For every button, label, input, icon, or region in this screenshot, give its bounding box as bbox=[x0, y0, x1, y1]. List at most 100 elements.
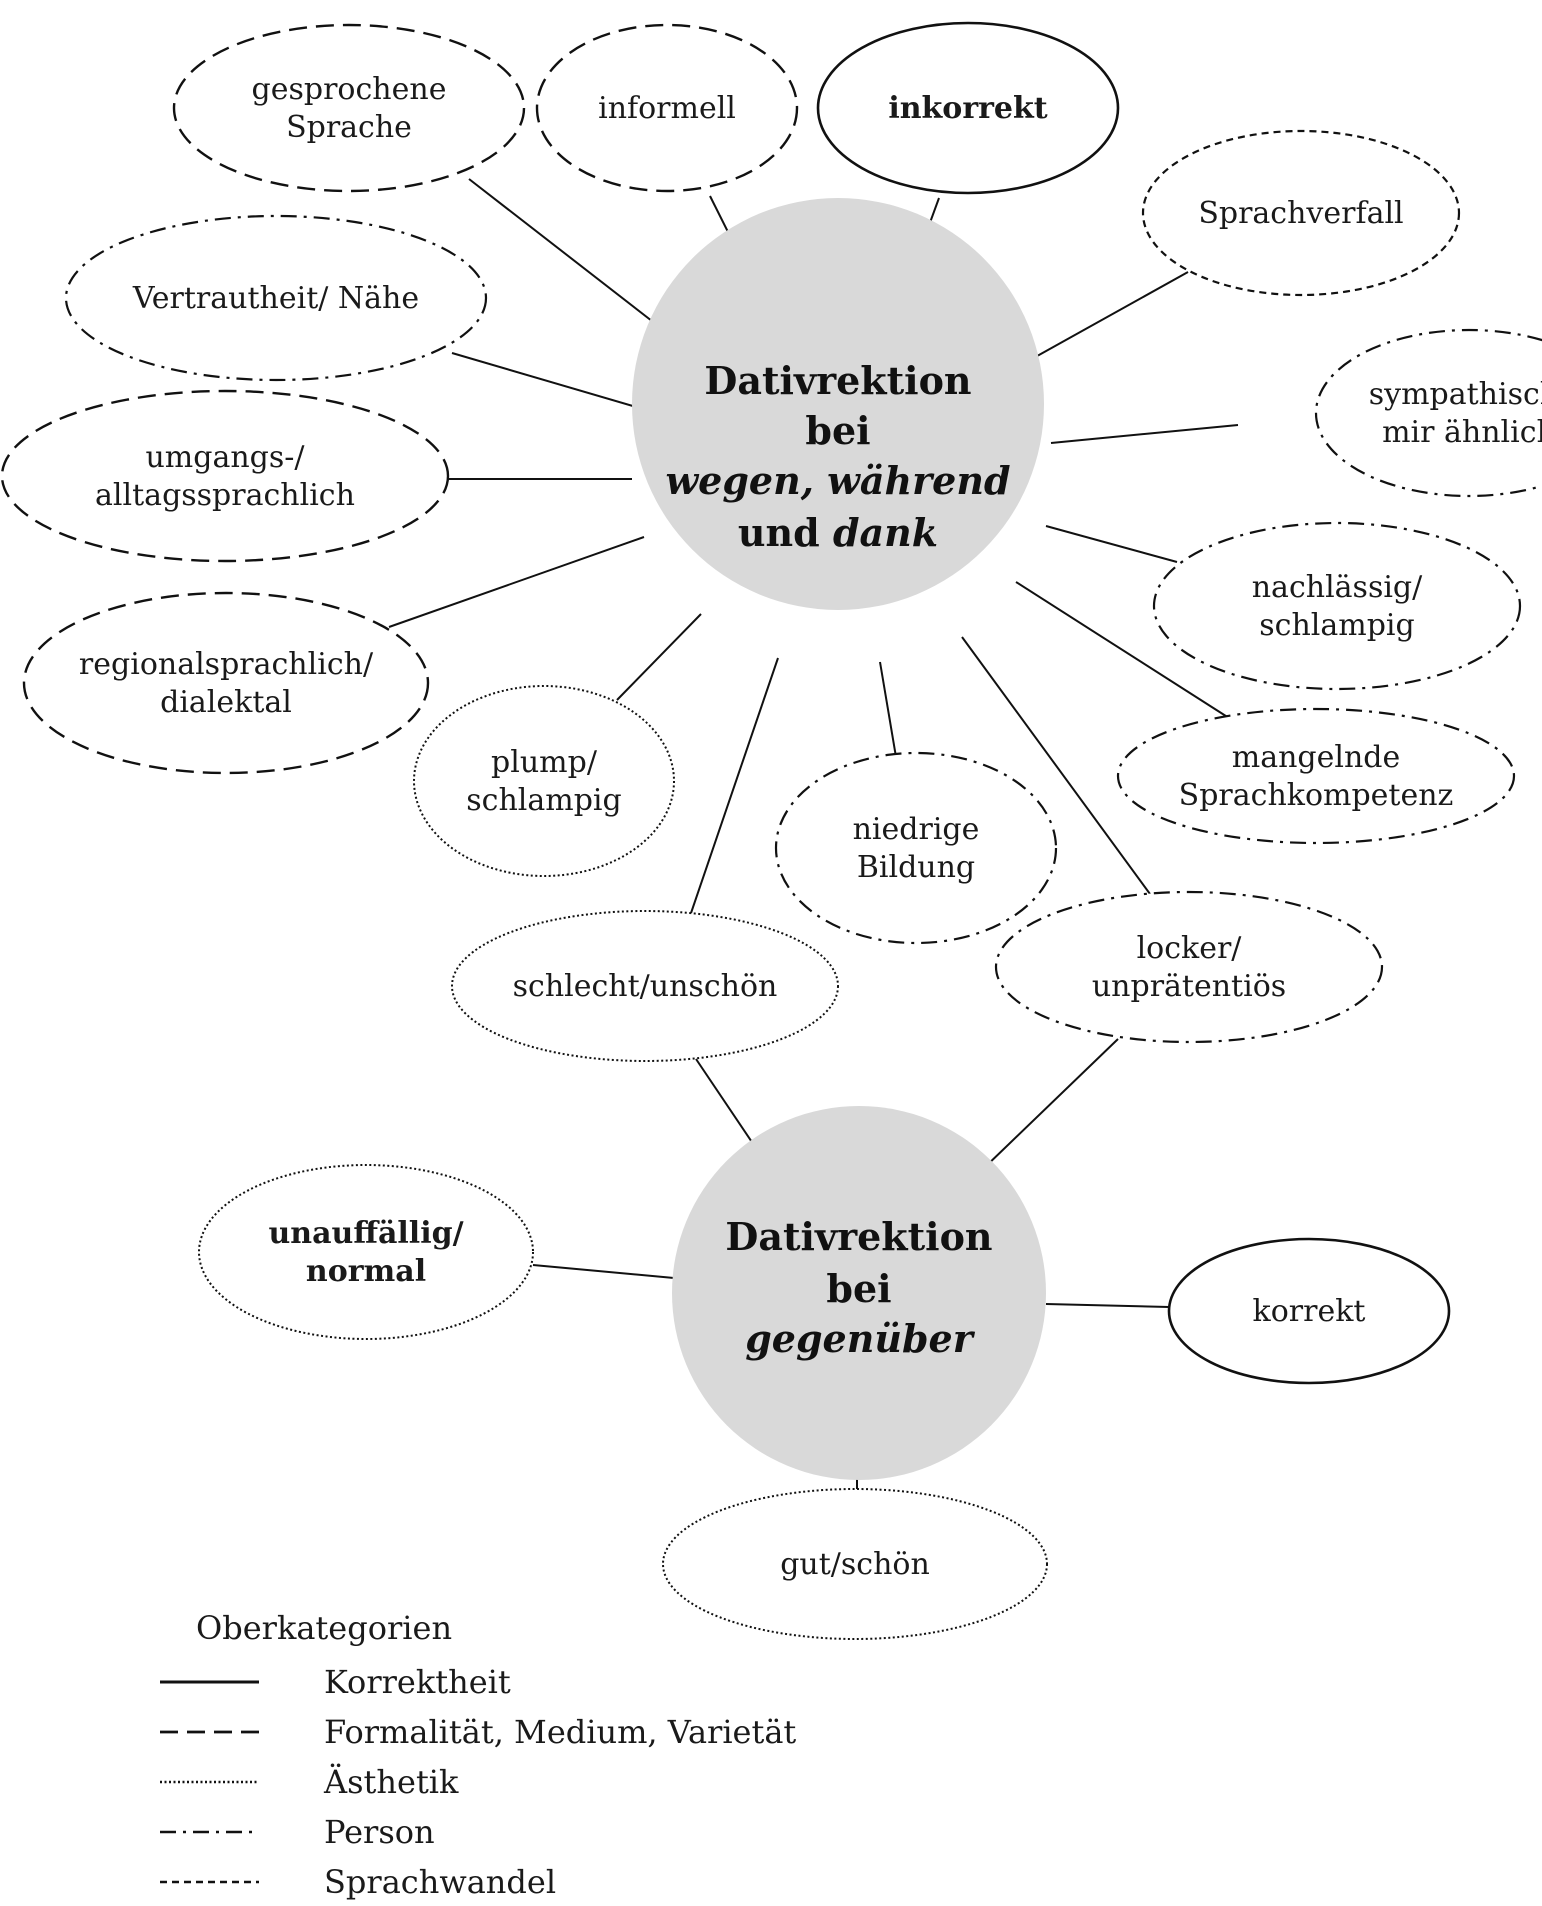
edge-top-sympathisch bbox=[1050, 424, 1239, 444]
node-sprachverfall: Sprachverfall bbox=[1141, 129, 1461, 297]
node-vertrautheit-ellipse bbox=[64, 214, 488, 382]
node-locker-ellipse bbox=[994, 890, 1384, 1044]
hub-bottom-label-line: Dativrektion bbox=[725, 1214, 992, 1259]
hub-label-segment: bei bbox=[805, 408, 870, 453]
node-korrekt-ellipse bbox=[1167, 1237, 1451, 1385]
hub-top-label-line: und dank bbox=[738, 510, 938, 555]
node-plump: plump/schlampig bbox=[413, 685, 675, 877]
node-unauffaellig-label: unauffällig/ bbox=[268, 1216, 463, 1251]
node-plump-ellipse bbox=[413, 685, 675, 877]
node-niedrige-bildung-ellipse bbox=[774, 751, 1058, 945]
hub-label-segment: wegen, während bbox=[665, 458, 1010, 503]
node-schlecht-label: schlecht/unschön bbox=[513, 969, 778, 1004]
edge-top-mangelnde-sprachkompetenz bbox=[1015, 581, 1230, 719]
edge-top-niedrige-bildung bbox=[879, 661, 897, 758]
node-niedrige-bildung-label: Bildung bbox=[857, 850, 975, 885]
node-regionalsprachlich: regionalsprachlich/dialektal bbox=[22, 591, 430, 775]
node-informell-label: informell bbox=[598, 91, 736, 126]
node-inkorrekt-ellipse bbox=[816, 21, 1120, 195]
node-regionalsprachlich-ellipse bbox=[22, 591, 430, 775]
node-nachlaessig-label: schlampig bbox=[1259, 608, 1414, 643]
node-umgangssprachlich: umgangs-/alltagssprachlich bbox=[0, 389, 450, 563]
node-mangelnde-sprachkompetenz-label: mangelnde bbox=[1232, 740, 1401, 775]
node-nachlaessig-ellipse bbox=[1152, 521, 1522, 691]
hub-label-segment: und bbox=[738, 510, 833, 555]
hub-bottom-circle bbox=[672, 1106, 1046, 1480]
hub-top-circle bbox=[632, 198, 1044, 610]
legend-label-aesthetik: Ästhetik bbox=[323, 1763, 459, 1801]
node-nachlaessig-label: nachlässig/ bbox=[1252, 570, 1423, 605]
node-gut-schoen-ellipse bbox=[662, 1488, 1048, 1640]
hub-top-label-line: bei bbox=[805, 408, 870, 453]
hub-bottom-label-line: bei bbox=[826, 1266, 891, 1311]
node-unauffaellig-label: normal bbox=[306, 1254, 426, 1289]
node-inkorrekt: inkorrekt bbox=[816, 21, 1120, 195]
hub-label-segment: dank bbox=[833, 510, 938, 555]
node-gesprochene-sprache-ellipse bbox=[172, 23, 526, 193]
node-plump-label: plump/ bbox=[491, 745, 598, 780]
node-schlecht: schlecht/unschön bbox=[451, 910, 839, 1062]
node-regionalsprachlich-label: regionalsprachlich/ bbox=[79, 647, 374, 682]
node-plump-label: schlampig bbox=[466, 783, 621, 818]
edge-bottom-unauffaellig bbox=[532, 1264, 675, 1279]
node-umgangssprachlich-label: alltagssprachlich bbox=[95, 478, 355, 513]
edge-top-vertrautheit bbox=[451, 352, 644, 410]
node-informell-ellipse bbox=[535, 23, 799, 193]
node-korrekt-label: korrekt bbox=[1253, 1294, 1366, 1329]
legend-label-formalitaet: Formalität, Medium, Varietät bbox=[324, 1713, 796, 1751]
node-vertrautheit-label: Vertrautheit/ Nähe bbox=[132, 281, 419, 316]
edge-top-locker bbox=[961, 636, 1151, 895]
hub-label-segment: bei bbox=[826, 1266, 891, 1311]
hub-bottom: Dativrektion bei gegenüber bbox=[672, 1106, 1046, 1480]
node-niedrige-bildung-label: niedrige bbox=[853, 812, 980, 847]
node-locker: locker/unprätentiös bbox=[994, 890, 1384, 1044]
hub-top-label-line: Dativrektion bbox=[704, 358, 971, 403]
node-sympathisch-label: sympathisch/ bbox=[1369, 377, 1542, 412]
node-locker-label: unprätentiös bbox=[1092, 969, 1286, 1004]
edge-top-sprachverfall bbox=[1020, 271, 1189, 366]
node-umgangssprachlich-ellipse bbox=[0, 389, 450, 563]
node-unauffaellig: unauffällig/normal bbox=[198, 1164, 534, 1340]
node-korrekt: korrekt bbox=[1167, 1237, 1451, 1385]
legend-title: Oberkategorien bbox=[196, 1609, 452, 1647]
edge-top-nachlaessig bbox=[1045, 525, 1178, 563]
edge-bottom-korrekt bbox=[1045, 1303, 1170, 1308]
legend-label-person: Person bbox=[324, 1813, 435, 1851]
node-sprachverfall-ellipse bbox=[1141, 129, 1461, 297]
hub-label-segment: gegenüber bbox=[745, 1316, 975, 1361]
edge-top-schlecht bbox=[689, 657, 779, 917]
legend-label-sprachwandel: Sprachwandel bbox=[324, 1863, 556, 1901]
node-mangelnde-sprachkompetenz-ellipse bbox=[1116, 707, 1516, 845]
node-informell: informell bbox=[535, 23, 799, 193]
hub-label-segment: Dativrektion bbox=[725, 1214, 992, 1259]
node-sprachverfall-label: Sprachverfall bbox=[1198, 196, 1403, 231]
node-locker-label: locker/ bbox=[1137, 931, 1243, 966]
hub-top: Dativrektion bei wegen, während und dank bbox=[632, 198, 1044, 610]
node-mangelnde-sprachkompetenz-label: Sprachkompetenz bbox=[1179, 778, 1454, 813]
edge-bottom-locker bbox=[981, 1038, 1119, 1171]
hub-bottom-label-line: gegenüber bbox=[745, 1316, 975, 1361]
node-umgangssprachlich-label: umgangs-/ bbox=[145, 440, 305, 475]
node-gesprochene-sprache-label: gesprochene bbox=[252, 72, 447, 107]
node-gut-schoen-label: gut/schön bbox=[780, 1547, 930, 1582]
node-gut-schoen: gut/schön bbox=[662, 1488, 1048, 1640]
node-regionalsprachlich-label: dialektal bbox=[160, 685, 292, 720]
node-sympathisch-ellipse bbox=[1314, 328, 1542, 498]
node-vertrautheit: Vertrautheit/ Nähe bbox=[64, 214, 488, 382]
node-gesprochene-sprache-label: Sprache bbox=[286, 110, 412, 145]
node-nachlaessig: nachlässig/schlampig bbox=[1152, 521, 1522, 691]
node-unauffaellig-ellipse bbox=[198, 1164, 534, 1340]
edges bbox=[388, 178, 1239, 1496]
node-sympathisch: sympathisch/mir ähnlich bbox=[1314, 328, 1542, 498]
node-inkorrekt-label: inkorrekt bbox=[888, 91, 1047, 126]
hub-top-label-line: wegen, während bbox=[665, 458, 1010, 503]
node-sympathisch-label: mir ähnlich bbox=[1382, 415, 1542, 450]
node-schlecht-ellipse bbox=[451, 910, 839, 1062]
edge-top-gesprochene-sprache bbox=[468, 178, 680, 343]
